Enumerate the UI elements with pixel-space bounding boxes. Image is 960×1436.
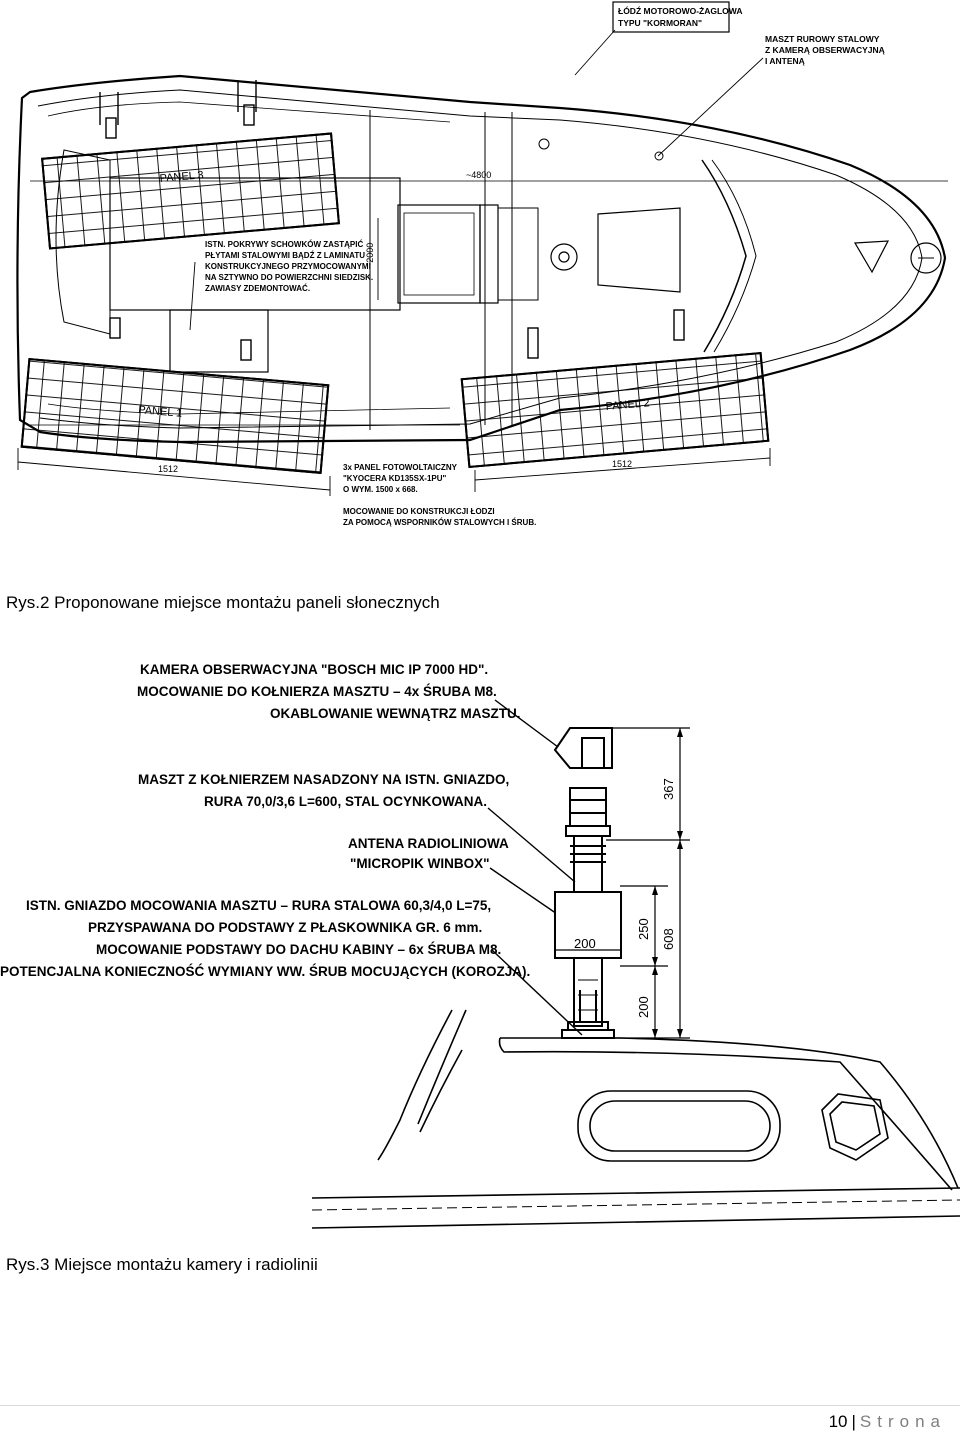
label-panel-3: PANEL 3 (159, 169, 204, 185)
label-dim-608: 608 (661, 928, 676, 950)
label-dim-2000: ~2000 (365, 243, 375, 268)
label-mast-2: Z KAMERĄ OBSERWACYJNĄ (765, 45, 885, 55)
label-dim-200-v: 200 (636, 996, 651, 1018)
figure-mast-elevation: KAMERA OBSERWACYJNA "BOSCH MIC IP 7000 H… (0, 650, 960, 1240)
label-camera-1: KAMERA OBSERWACYJNA "BOSCH MIC IP 7000 H… (140, 662, 488, 677)
label-note-5: ZAWIASY ZDEMONTOWAĆ. (205, 284, 310, 293)
figure-caption-rys3: Rys.3 Miejsce montażu kamery i radiolini… (6, 1255, 318, 1274)
label-antenna-2: "MICROPIK WINBOX" (350, 856, 490, 871)
label-socket-1: ISTN. GNIAZDO MOCOWANIA MASZTU – RURA ST… (26, 898, 491, 913)
label-dim-250: 250 (636, 918, 651, 940)
footer-divider (0, 1405, 960, 1406)
label-mast-3: I ANTENĄ (765, 56, 805, 66)
label-dim-4800: ~4800 (466, 170, 491, 180)
figure-boat-plan: ŁÓDŹ MOTOROWO-ŻAGLOWA TYPU "KORMORAN" MA… (0, 0, 960, 540)
label-socket-4: POTENCJALNA KONIECZNOŚĆ WYMIANY WW. ŚRUB… (0, 964, 530, 979)
label-mast-2: RURA 70,0/3,6 L=600, STAL OCYNKOWANA. (204, 794, 487, 809)
label-dim-367: 367 (661, 778, 676, 800)
label-mount-1: MOCOWANIE DO KONSTRUKCJI ŁODZI (343, 507, 495, 516)
label-panel-1: PANEL 1 (138, 404, 183, 420)
label-mount-2: ZA POMOCĄ WSPORNIKÓW STALOWYCH I ŚRUB. (343, 518, 536, 527)
label-pv-2: "KYOCERA KD135SX-1PU" (343, 474, 447, 483)
label-note-2: PŁYTAMI STALOWYMI BĄDŹ Z LAMINATU (205, 251, 365, 260)
label-boat-type-2: TYPU "KORMORAN" (618, 18, 702, 28)
label-boat-type-1: ŁÓDŹ MOTOROWO-ŻAGLOWA (618, 5, 743, 16)
label-dim-1512-a: 1512 (158, 464, 178, 474)
label-mast-1: MASZT Z KOŁNIERZEM NASADZONY NA ISTN. GN… (138, 772, 509, 787)
label-camera-2: MOCOWANIE DO KOŁNIERZA MASZTU – 4x ŚRUBA… (137, 684, 497, 699)
footer-word: Strona (859, 1412, 946, 1431)
page-number: 10 (828, 1412, 848, 1431)
label-note-3: KONSTRUKCYJNEGO PRZYMOCOWANYMI (205, 262, 371, 271)
label-antenna-1: ANTENA RADIOLINIOWA (348, 836, 509, 851)
label-pv-1: 3x PANEL FOTOWOLTAICZNY (343, 463, 458, 472)
page-footer: 10|Strona (829, 1412, 946, 1432)
label-dim-200-h: 200 (574, 936, 596, 951)
label-mast-1: MASZT RUROWY STALOWY (765, 34, 880, 44)
label-dim-1512-b: 1512 (612, 459, 632, 469)
label-camera-3: OKABLOWANIE WEWNĄTRZ MASZTU. (270, 706, 520, 721)
label-socket-2: PRZYSPAWANA DO PODSTAWY Z PŁASKOWNIKA GR… (88, 920, 482, 935)
label-note-4: NA SZTYWNO DO POWIERZCHNI SIEDZISK. (205, 273, 373, 282)
figure-caption-rys2: Rys.2 Proponowane miejsce montażu paneli… (6, 593, 440, 612)
label-pv-3: O WYM. 1500 x 668. (343, 485, 418, 494)
footer-separator: | (851, 1412, 856, 1431)
label-panel-2: PANEL 2 (605, 397, 650, 413)
label-note-1: ISTN. POKRYWY SCHOWKÓW ZASTĄPIĆ (205, 240, 363, 249)
label-socket-3: MOCOWANIE PODSTAWY DO DACHU KABINY – 6x … (96, 942, 501, 957)
